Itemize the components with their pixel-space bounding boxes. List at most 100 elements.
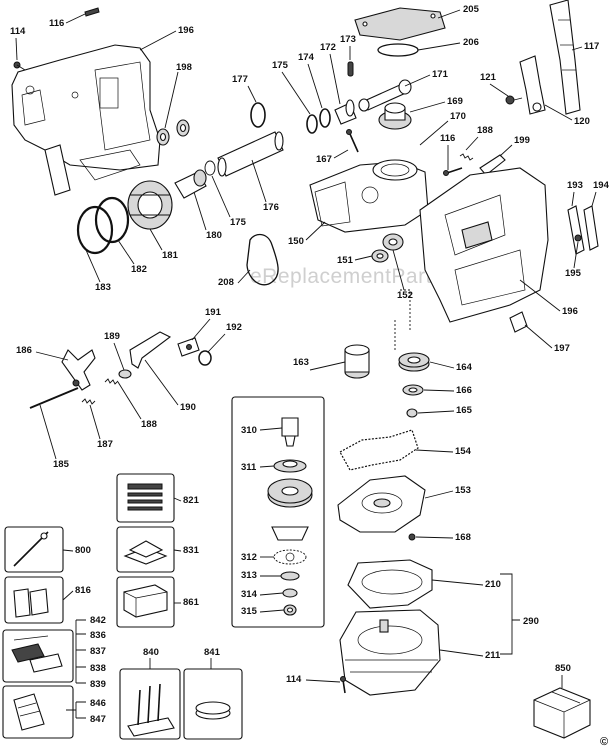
leader-line-168 bbox=[415, 536, 454, 539]
part-rear-housing bbox=[11, 44, 161, 196]
callout-label-313: 313 bbox=[241, 570, 257, 581]
box-831 bbox=[116, 526, 175, 573]
part-oring-192 bbox=[198, 350, 212, 366]
leader-line-169 bbox=[409, 101, 446, 113]
leader-line-192 bbox=[207, 333, 226, 353]
callout-label-171: 171 bbox=[432, 69, 449, 80]
leader-line-199 bbox=[499, 144, 513, 157]
part-conrod-171 bbox=[358, 79, 412, 112]
part-nosecone-210 bbox=[347, 559, 433, 609]
box-840 bbox=[119, 668, 181, 740]
part-spring-187 bbox=[81, 398, 96, 405]
callout-label-310: 310 bbox=[241, 425, 257, 436]
leader-line-170 bbox=[419, 120, 449, 146]
box-816 bbox=[4, 576, 64, 624]
callout-label-195: 195 bbox=[565, 268, 582, 279]
callout-label-180: 180 bbox=[206, 230, 222, 241]
leader-line-182 bbox=[117, 239, 135, 265]
part-screw-114b bbox=[340, 676, 346, 694]
copyright-mark: © bbox=[600, 736, 608, 748]
leader-line-210 bbox=[431, 579, 484, 586]
callout-label-185: 185 bbox=[53, 459, 70, 470]
callout-label-196b: 196 bbox=[562, 306, 578, 317]
callout-label-196a: 196 bbox=[178, 25, 194, 36]
part-spring-188 bbox=[459, 153, 474, 161]
leader-line-196b bbox=[519, 279, 561, 312]
callout-label-314: 314 bbox=[241, 589, 258, 600]
part-bearing-152 bbox=[382, 233, 404, 251]
callout-label-116b: 116 bbox=[440, 133, 455, 144]
callout-label-197: 197 bbox=[554, 343, 570, 354]
callout-label-311: 311 bbox=[241, 462, 257, 473]
box-821 bbox=[116, 473, 175, 523]
part-clip-197 bbox=[509, 311, 528, 333]
callout-label-183: 183 bbox=[95, 282, 111, 293]
callout-label-193: 193 bbox=[567, 180, 583, 191]
callout-label-211: 211 bbox=[485, 650, 501, 661]
callout-label-847: 847 bbox=[90, 714, 106, 725]
callout-label-174: 174 bbox=[298, 52, 315, 63]
callout-label-114a: 114 bbox=[10, 26, 26, 37]
callout-label-194: 194 bbox=[593, 180, 610, 191]
callout-label-182: 182 bbox=[131, 264, 147, 275]
leader-line-171 bbox=[404, 74, 431, 87]
leader-line-198 bbox=[164, 71, 179, 129]
part-rings-174-175 bbox=[306, 108, 331, 134]
leader-line-114a bbox=[15, 37, 18, 61]
callout-label-114b: 114 bbox=[286, 674, 302, 685]
leader-line-116a bbox=[65, 13, 86, 24]
callout-label-173: 173 bbox=[340, 34, 356, 45]
callout-label-842: 842 bbox=[90, 615, 106, 626]
callout-label-210: 210 bbox=[485, 579, 501, 590]
callout-label-116a: 116 bbox=[49, 18, 64, 29]
leader-line-174 bbox=[307, 63, 323, 109]
callout-label-189: 189 bbox=[104, 331, 120, 342]
part-sleeve-172 bbox=[334, 99, 357, 125]
leader-line-172 bbox=[329, 53, 341, 105]
callout-label-315: 315 bbox=[241, 606, 258, 617]
part-knob-189 bbox=[118, 369, 132, 379]
part-clamp-120 bbox=[519, 55, 546, 115]
part-gear-164 bbox=[398, 352, 430, 372]
callout-label-168: 168 bbox=[455, 532, 471, 543]
callout-label-191: 191 bbox=[205, 307, 222, 318]
callout-label-831: 831 bbox=[183, 545, 200, 556]
callout-label-167: 167 bbox=[316, 154, 332, 165]
part-ring-165 bbox=[406, 408, 418, 418]
part-bearing-166 bbox=[402, 384, 424, 396]
callout-label-188a: 188 bbox=[477, 125, 493, 136]
part-screw-116 bbox=[84, 7, 100, 17]
callout-label-153: 153 bbox=[455, 485, 471, 496]
leader-line-151 bbox=[354, 255, 373, 261]
part-drive-gear-163 bbox=[344, 344, 370, 379]
leader-line-191 bbox=[191, 318, 211, 341]
callout-label-290: 290 bbox=[523, 616, 539, 627]
box-846-847 bbox=[2, 685, 74, 739]
callout-label-816: 816 bbox=[75, 585, 91, 596]
leader-line-180 bbox=[193, 191, 207, 231]
leader-line-310 bbox=[259, 427, 283, 431]
leader-line-187 bbox=[89, 404, 101, 440]
callout-label-192: 192 bbox=[226, 322, 242, 333]
leader-line-154 bbox=[415, 449, 454, 453]
callout-label-172: 172 bbox=[320, 42, 336, 53]
callout-label-154: 154 bbox=[455, 446, 472, 457]
part-screw-167 bbox=[346, 129, 359, 153]
callout-label-170: 170 bbox=[450, 111, 466, 122]
part-rod-185 bbox=[29, 387, 79, 409]
leader-lines bbox=[15, 9, 597, 688]
callout-label-839: 839 bbox=[90, 679, 106, 690]
callout-label-199: 199 bbox=[514, 135, 530, 146]
box-800 bbox=[4, 526, 64, 573]
part-barrel-176 bbox=[217, 131, 284, 177]
part-side-handle-117 bbox=[549, 0, 581, 115]
part-screw-114 bbox=[13, 61, 26, 71]
part-pin-173 bbox=[347, 61, 354, 77]
callout-label-861: 861 bbox=[183, 597, 200, 608]
leader-line-121 bbox=[489, 83, 509, 97]
callout-label-163: 163 bbox=[293, 357, 309, 368]
leader-line-197 bbox=[524, 324, 553, 349]
callout-label-166: 166 bbox=[456, 385, 472, 396]
